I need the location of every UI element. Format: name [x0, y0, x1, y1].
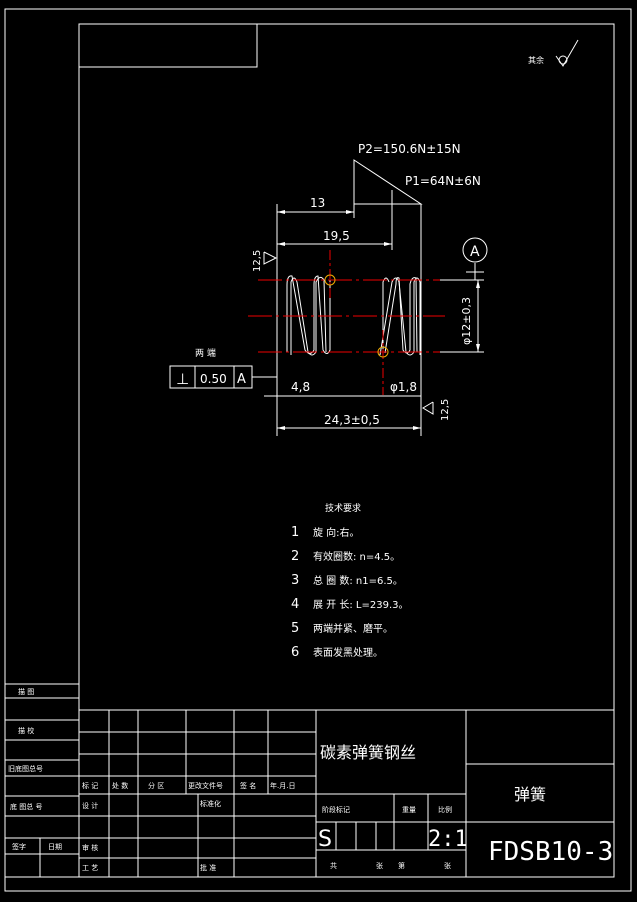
label-process: 工 艺 — [82, 864, 98, 872]
stamp-box — [78, 23, 258, 68]
inner-border — [78, 23, 615, 878]
req-num: 1 — [291, 525, 299, 540]
tolerance-frame — [169, 365, 277, 389]
dim-4-8: 4,8 — [291, 380, 310, 394]
requirements-list: 1 旋 向:右。 2 有效圈数: n=4.5。 3 总 圈 数: n1=6.5。… — [291, 525, 408, 660]
strip-base-no: 底 图总 号 — [10, 802, 42, 811]
dimension-arrows — [277, 210, 480, 430]
label-approve: 批 准 — [200, 863, 216, 872]
drawing-number: FDSB10-3 — [488, 837, 613, 867]
sheet-index-suffix: 张 — [444, 861, 451, 870]
sheet-roughness-label: 其余 — [528, 55, 544, 65]
roughness-symbol-icon — [555, 39, 579, 67]
req-num: 5 — [291, 621, 299, 636]
material-name: 碳素弹簧钢丝 — [320, 743, 416, 762]
req-text: 旋 向:右。 — [313, 526, 360, 539]
strip-trace: 描 图 — [18, 687, 34, 696]
load-p1: P1=64N±6N — [405, 174, 481, 188]
requirements-title: 技术要求 — [325, 502, 361, 514]
sheet-total-suffix: 张 — [376, 861, 383, 870]
req-num: 4 — [291, 597, 299, 612]
title-block — [79, 709, 614, 877]
tolerance-value: 0.50 — [200, 372, 227, 386]
header-count: 处 数 — [112, 781, 128, 790]
scale-value: 2:1 — [428, 827, 468, 852]
label-weight: 重量 — [402, 806, 416, 814]
req-text: 总 圈 数: n1=6.5。 — [313, 574, 403, 587]
req-text: 有效圈数: n=4.5。 — [313, 550, 400, 563]
strip-sign: 签字 — [12, 842, 26, 851]
outer-border — [4, 8, 632, 892]
req-text: 两端并紧、磨平。 — [313, 622, 393, 635]
dim-13: 13 — [310, 196, 325, 210]
req-num: 6 — [291, 645, 299, 660]
roughness-right-value: 12,5 — [440, 399, 451, 421]
header-mark: 标 记 — [82, 781, 98, 790]
tolerance-frame-label: 两 端 — [195, 347, 216, 359]
sheet-total-prefix: 共 — [330, 861, 337, 870]
dim-19-5: 19,5 — [323, 229, 350, 243]
part-name: 弹簧 — [514, 785, 546, 804]
header-change-doc: 更改文件号 — [188, 781, 223, 790]
wire-section-top — [324, 274, 336, 286]
header-sign: 签 名 — [240, 781, 256, 790]
label-design: 设 计 — [82, 801, 98, 810]
req-text: 表面发黑处理。 — [313, 646, 383, 659]
roughness-left-value: 12,5 — [252, 250, 263, 272]
spring-drawing — [276, 159, 423, 436]
datum-a-label: A — [470, 244, 480, 260]
perpendicularity-icon: ⊥ — [176, 370, 189, 388]
wire-section-bottom — [377, 346, 389, 358]
req-num: 2 — [291, 549, 299, 564]
load-p2: P2=150.6N±15N — [358, 142, 461, 156]
strip-check: 描 校 — [18, 726, 34, 735]
label-review: 审 核 — [82, 843, 98, 852]
dim-wire-dia: φ1,8 — [390, 380, 417, 394]
dimension-lines — [264, 211, 484, 429]
stage-letter: S — [318, 827, 332, 852]
left-strip — [4, 683, 80, 878]
tolerance-datum: A — [237, 372, 246, 387]
roughness-right-icon — [422, 401, 434, 415]
label-stage: 阶段标记 — [322, 805, 350, 814]
req-text: 展 开 长: L=239.3。 — [313, 599, 408, 611]
header-date: 年.月.日 — [270, 781, 295, 790]
datum-a-bubble — [462, 237, 488, 263]
label-standardize: 标准化 — [200, 799, 221, 808]
req-num: 3 — [291, 573, 299, 588]
strip-old-no: 旧底图总号 — [8, 764, 43, 773]
label-scale: 比例 — [438, 805, 452, 814]
strip-date: 日期 — [48, 843, 62, 851]
dim-free-length: 24,3±0,5 — [324, 413, 380, 427]
roughness-left-icon — [263, 251, 278, 265]
header-zone: 分 区 — [148, 781, 164, 790]
center-lines — [248, 250, 445, 395]
dim-coil-dia: φ12±0,3 — [460, 297, 473, 345]
sheet-index-prefix: 第 — [398, 861, 405, 870]
